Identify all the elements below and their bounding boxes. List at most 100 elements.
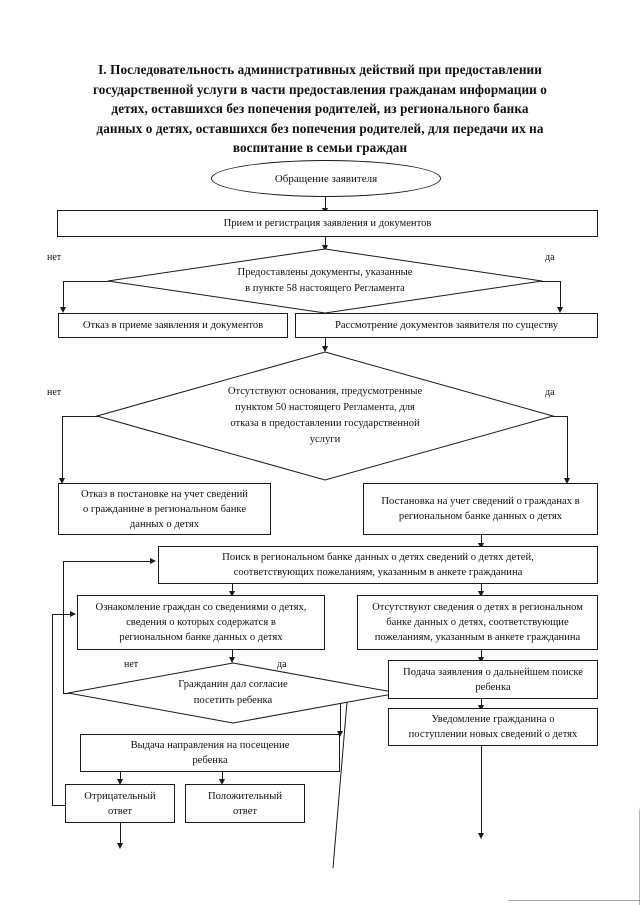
node-review-documents: Рассмотрение документов заявителя по сущ… (295, 313, 598, 338)
edge-long-slant-exit (332, 689, 349, 869)
node-decision-citizen-consent-shape (67, 662, 399, 724)
edge-n3-n4-h (63, 281, 109, 282)
node-notify-citizen-new-data: Уведомление гражданина о поступлении нов… (388, 708, 598, 746)
edge-n5-n6-arrow (322, 346, 328, 352)
edge-n16-n10-v (52, 614, 53, 806)
node-n11-line-3: пожеланиям, указанным в анкете гражданин… (374, 632, 581, 643)
edge-n6-n8-arrow (564, 478, 570, 484)
node-negative-answer: Отрицательный ответ (65, 784, 175, 823)
edge-n12-n9-h-left (63, 693, 69, 694)
node-n7-line-1: Отказ в постановке на учет сведений (81, 488, 248, 500)
edge-n2-n3-arrow (322, 245, 328, 251)
edge-n9-n10-line (232, 584, 233, 594)
title-line-5: воспитание в семьи граждан (232, 140, 408, 155)
edge-n3-n5-h (541, 281, 561, 282)
edge-n12-n9-arrow (150, 558, 156, 564)
edge-n2-n3-line (325, 237, 326, 247)
node-n10-line-3: региональном банке данных о детях (119, 632, 283, 643)
node-n10-line-2: сведения о которых содержатся в (126, 617, 276, 628)
page-title: I. Последовательность административных д… (48, 60, 592, 158)
node-n7-line-2: о гражданине в региональном банке (82, 503, 247, 515)
edge-label-n6-no: нет (47, 387, 62, 398)
node-n14-line-1: Уведомление гражданина о (431, 714, 555, 725)
edge-n1-n2-line (325, 197, 326, 210)
title-line-4: данных о детях, оставшихся без попечения… (96, 120, 544, 136)
node-start-applicant-request: Обращение заявителя (211, 160, 441, 197)
node-issue-visit-referral-text: Выдача направления на посещение ребенка (86, 738, 334, 768)
node-decision-documents-provided: Предоставлены документы, указанные в пун… (107, 248, 543, 314)
edge-n8-n9-line (481, 535, 482, 545)
node-refuse-accept-application-label: Отказ в приеме заявления и документов (82, 320, 264, 331)
edge-n5-n6-line (325, 338, 326, 350)
edge-n3-n4-v (63, 281, 64, 309)
node-decision-documents-provided-shape (107, 248, 543, 314)
node-n17-line-2: ответ (232, 805, 258, 817)
node-n11-line-2: банке данных о детях, соответствующие (386, 617, 569, 628)
title-line-2: государственной услуги в части предостав… (93, 81, 547, 97)
edge-n9-n11-arrow (478, 591, 484, 597)
edge-n9-n10-arrow (229, 591, 235, 597)
node-familiarize-citizens: Ознакомление граждан со сведениями о дет… (77, 595, 325, 650)
edge-label-n6-yes: да (545, 387, 555, 398)
node-no-matching-children-data: Отсутствуют сведения о детях в региональ… (357, 595, 598, 650)
node-issue-visit-referral: Выдача направления на посещение ребенка (80, 734, 340, 772)
edge-label-n12-no: нет (124, 659, 139, 670)
node-n9-line-1: Поиск в региональном банке данных о детя… (222, 552, 534, 563)
edge-n16-exit-line (120, 823, 121, 845)
edge-n9-n11-line (481, 584, 482, 594)
node-familiarize-citizens-text: Ознакомление граждан со сведениями о дет… (83, 600, 319, 645)
node-negative-answer-text: Отрицательный ответ (71, 789, 169, 819)
node-n16-line-2: ответ (107, 805, 133, 817)
edge-n3-n5-arrow (557, 307, 563, 313)
node-n13-line-2: ребенка (475, 681, 511, 693)
node-n17-line-1: Положительный (207, 790, 283, 802)
node-n7-line-3: данных о детях (129, 518, 200, 530)
node-submit-further-search-application: Подача заявления о дальнейшем поиске реб… (388, 660, 598, 699)
node-refuse-accept-application: Отказ в приеме заявления и документов (58, 313, 288, 338)
node-decision-no-refusal-grounds-shape (95, 351, 555, 481)
node-receive-register-application: Прием и регистрация заявления и документ… (57, 210, 598, 237)
edge-n10-n12-arrow (229, 657, 235, 663)
edge-label-n3-yes: да (545, 252, 555, 263)
edge-n12-n9-v (63, 561, 64, 694)
node-search-regional-databank-text: Поиск в региональном банке данных о детя… (164, 550, 592, 580)
node-positive-answer-text: Положительный ответ (191, 789, 299, 819)
node-n10-line-1: Ознакомление граждан со сведениями о дет… (95, 602, 307, 613)
node-no-matching-children-data-text: Отсутствуют сведения о детях в региональ… (363, 600, 592, 645)
edge-n3-n4-arrow (60, 307, 66, 313)
edge-n12-n9-h-top (63, 561, 151, 562)
node-n15-line-1: Выдача направления на посещение (130, 740, 290, 751)
node-n11-line-1: Отсутствуют сведения о детях в региональ… (372, 602, 583, 613)
node-notify-citizen-new-data-text: Уведомление гражданина о поступлении нов… (394, 712, 592, 742)
edge-n12-n15-v (340, 693, 341, 734)
edge-n10-n12-line (232, 650, 233, 660)
edge-n6-n7-v (62, 416, 63, 480)
edge-label-n12-yes: да (277, 659, 287, 670)
edge-n15-n17-line (222, 772, 223, 782)
edge-n16-n10-arrow (70, 611, 76, 617)
node-search-regional-databank: Поиск в региональном банке данных о детя… (158, 546, 598, 584)
edge-n6-n8-v (567, 416, 568, 480)
node-start-applicant-request-label: Обращение заявителя (274, 172, 378, 185)
node-n8-line-2: региональном банке данных о детях (398, 511, 563, 522)
edge-n11-n13-line (481, 650, 482, 660)
node-refuse-registration-text: Отказ в постановке на учет сведений о гр… (64, 487, 265, 532)
edge-n12-n15-arrow (337, 731, 343, 737)
edge-n15-n17-arrow (219, 779, 225, 785)
node-n15-line-2: ребенка (192, 755, 228, 766)
edge-label-n3-no: нет (47, 252, 62, 263)
node-n13-line-1: Подача заявления о дальнейшем поиске (403, 666, 583, 678)
node-refuse-registration: Отказ в постановке на учет сведений о гр… (58, 483, 271, 535)
edge-n6-n7-h (62, 416, 99, 417)
edge-n16-exit-arrow (117, 843, 123, 849)
node-review-documents-label: Рассмотрение документов заявителя по сущ… (334, 320, 559, 331)
node-receive-register-application-label: Прием и регистрация заявления и документ… (223, 218, 432, 229)
node-n9-line-2: соответствующих пожеланиям, указанным в … (233, 567, 523, 578)
edge-n3-n5-v (560, 281, 561, 309)
node-decision-no-refusal-grounds: Отсутствуют основания, предусмотренные п… (95, 351, 555, 481)
edge-n15-n16-arrow (117, 779, 123, 785)
node-decision-citizen-consent: Гражданин дал согласие посетить ребенка (67, 662, 399, 724)
edge-n6-n7-arrow (59, 478, 65, 484)
node-register-citizen-data: Постановка на учет сведений о гражданах … (363, 483, 598, 535)
node-register-citizen-data-text: Постановка на учет сведений о гражданах … (369, 494, 592, 524)
